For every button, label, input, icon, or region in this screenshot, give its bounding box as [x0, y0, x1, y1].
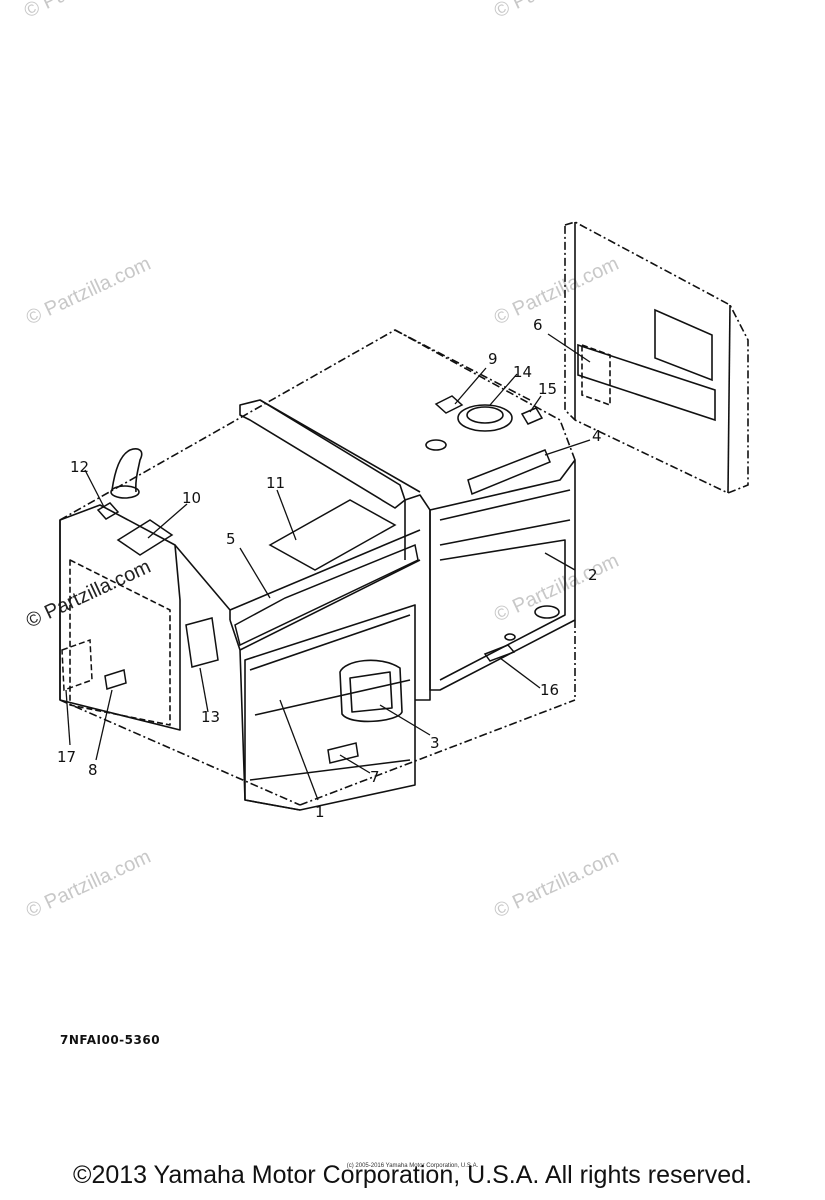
- decal-9: [434, 395, 464, 414]
- decal-17: [61, 638, 93, 692]
- watermark-text: © Partzilla.com: [23, 846, 154, 923]
- decal-15: [520, 407, 544, 425]
- callout-6: 6: [533, 316, 543, 334]
- callout-10: 10: [182, 489, 201, 507]
- watermark-text: © Partzilla.com: [491, 0, 622, 23]
- decal-8: [104, 669, 127, 690]
- callout-5: 5: [226, 530, 236, 548]
- callout-16: 16: [540, 681, 559, 699]
- generator-body: [59, 329, 576, 811]
- decal-11: [268, 499, 397, 571]
- watermark-text: © Partzilla.com: [23, 253, 154, 330]
- watermark-text: © Partzilla.com: [491, 846, 622, 923]
- decal-10: [116, 519, 174, 556]
- callout-12: 12: [70, 458, 89, 476]
- watermark-layer: © Partzilla.com © Partzilla.com © Partzi…: [21, 0, 622, 923]
- callout-17: 17: [57, 748, 76, 766]
- part-code: 7NFAI00-5360: [60, 1033, 161, 1047]
- callout-15: 15: [538, 380, 557, 398]
- decal-13: [185, 617, 219, 668]
- callout-1: 1: [315, 803, 325, 821]
- callout-8: 8: [88, 761, 98, 779]
- decal-4: [467, 449, 551, 496]
- watermark-text: © Partzilla.com: [21, 0, 152, 23]
- callout-7: 7: [370, 768, 380, 786]
- decal-6: [581, 343, 611, 407]
- callout-13: 13: [201, 708, 220, 726]
- callout-4: 4: [592, 427, 602, 445]
- callout-3: 3: [430, 734, 440, 752]
- callout-2: 2: [588, 566, 598, 584]
- watermark-text-prominent: © Partzilla.com: [23, 556, 154, 633]
- callout-9: 9: [488, 350, 498, 368]
- decal-16: [483, 644, 516, 662]
- decal-5: [234, 543, 419, 647]
- callout-labels: 1 2 3 4 5 6 7 8 9 10 11 12 13 14 15 16 1…: [57, 316, 602, 821]
- callout-11: 11: [266, 474, 285, 492]
- decal-7: [327, 742, 359, 764]
- watermark-text: © Partzilla.com: [491, 253, 622, 330]
- decal-12: [96, 502, 120, 520]
- callout-14: 14: [513, 363, 532, 381]
- side-panel: [564, 221, 749, 494]
- leader-lines: [65, 333, 591, 801]
- copyright-notice: ©2013 Yamaha Motor Corporation, U.S.A. A…: [73, 1161, 752, 1189]
- decal-layer: [61, 395, 551, 764]
- small-credit: (c) 2005-2016 Yamaha Motor Corporation, …: [346, 1163, 479, 1169]
